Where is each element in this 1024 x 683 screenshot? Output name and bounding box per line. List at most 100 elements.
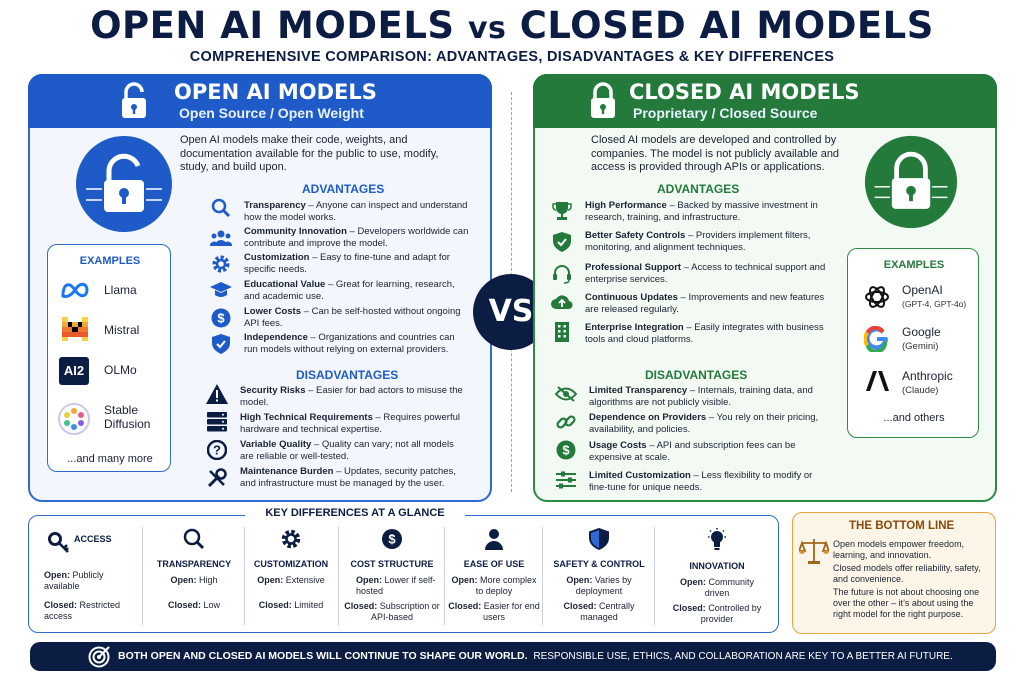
dollar-icon: $ [210,307,232,329]
open-adv-item: Educational Value – Great for learning, … [244,279,455,302]
people-icon [210,227,232,249]
example-google-models: (Gemini) [902,341,939,352]
title-open: OPEN AI MODELS [90,4,455,47]
lightbulb-icon [708,528,726,550]
divider [444,527,445,625]
closed-dis-item: Limited Transparency – Internals, traini… [589,385,813,408]
scales-icon [799,539,829,564]
open-dis-item: Maintenance Burden – Updates, security p… [240,466,456,489]
open-adv-item: Community Innovation – Developers worldw… [244,226,469,249]
building-icon [551,321,573,343]
lock-icon [591,82,615,118]
closed-dis-item: Usage Costs – API and subscription fees … [589,440,796,463]
target-icon [88,646,110,668]
closed-panel-title: CLOSED AI MODELS [629,80,860,104]
stable-diffusion-logo-icon [58,403,90,435]
meta-logo-icon [61,282,89,298]
closed-adv-item: Enterprise Integration – Easily integrat… [585,322,824,345]
closed-adv-item: Professional Support – Access to technic… [585,262,826,285]
closed-panel-header: CLOSED AI MODELS Proprietary / Closed So… [533,74,997,128]
svg-text:$: $ [562,443,570,458]
title-closed: CLOSED AI MODELS [519,4,934,47]
gear-icon [281,529,301,549]
key-diff-title: ACCESS [74,534,112,544]
page-subtitle: COMPREHENSIVE COMPARISON: ADVANTAGES, DI… [189,49,835,65]
closed-examples-heading: EXAMPLES [883,259,945,271]
unlock-icon [122,82,146,118]
key-diff-safety: SAFETY & CONTROL Open: Varies by deploym… [546,524,652,628]
headset-icon [551,263,573,285]
closed-adv-item: Better Safety Controls – Providers imple… [585,230,811,253]
sliders-icon [555,469,577,491]
divider [142,527,143,625]
divider [654,527,655,625]
open-lock-icon [76,136,172,232]
key-diff-ease: EASE OF USE Open: More complex to deploy… [448,524,540,628]
key-diff-innovation: INNOVATION Open: Community driven Closed… [658,524,776,628]
user-icon [485,529,503,550]
shield-check-icon [551,231,573,253]
dollar-icon: $ [555,439,577,461]
key-diff-customization: CUSTOMIZATION Open: Extensive Closed: Li… [246,524,336,628]
ai2-logo-icon: AI2 [59,357,89,385]
mistral-logo-icon [62,317,88,341]
svg-text:?: ? [213,443,221,458]
key-diff-transparency: TRANSPARENCY Open: High Closed: Low [146,524,242,628]
anthropic-logo-icon [866,371,889,391]
example-openai-models: (GPT-4, GPT-4o) [902,299,967,309]
example-openai: OpenAI [902,283,943,297]
openai-logo-icon [865,286,889,308]
shield-check-icon [210,333,232,355]
magnifier-icon [183,528,205,550]
open-adv-item: Independence – Organizations and countri… [244,332,455,355]
graduation-cap-icon [210,279,232,301]
example-stable-diffusion: Stable Diffusion [104,403,151,431]
closed-dis-item: Limited Customization – Less flexibility… [589,470,813,493]
open-dis-item: Variable Quality – Quality can vary; not… [240,439,454,462]
bottom-line-text: The future is not about choosing one ove… [833,587,980,619]
open-panel-subtitle: Open Source / Open Weight [179,105,364,121]
open-dis-item: High Technical Requirements – Requires p… [240,412,460,435]
closed-disadvantages-heading: DISADVANTAGES [645,368,748,382]
bottom-line-heading: THE BOTTOM LINE [849,520,955,532]
open-adv-item: Lower Costs – Can be self-hosted without… [244,306,461,329]
key-differences-box [28,515,779,633]
gear-icon [210,253,232,275]
key-differences-heading: KEY DIFFERENCES AT A GLANCE [245,507,465,519]
closed-dis-item: Dependence on Providers – You rely on th… [589,412,819,435]
question-icon: ? [206,439,228,461]
footer-text: BOTH OPEN AND CLOSED AI MODELS WILL CONT… [118,650,953,662]
closed-panel-subtitle: Proprietary / Closed Source [633,105,818,121]
example-google: Google [902,325,941,339]
open-panel-title: OPEN AI MODELS [174,80,377,104]
title-vs: vs [467,11,507,46]
divider [338,527,339,625]
divider [244,527,245,625]
example-llama: Llama [104,283,137,297]
bottom-line-text: Closed models offer reliability, safety,… [833,563,981,584]
bottom-line-box: THE BOTTOM LINE Open models empower free… [792,512,996,634]
closed-adv-item: Continuous Updates – Improvements and ne… [585,292,825,315]
open-advantages-heading: ADVANTAGES [302,182,385,196]
bottom-line-text: Open models empower freedom, learning, a… [833,539,965,560]
key-diff-title: CUSTOMIZATION [253,559,329,569]
closed-intro: Closed AI models are developed and contr… [591,134,840,173]
trophy-icon [551,200,573,222]
svg-text:$: $ [388,532,396,547]
open-models-panel: OPEN AI MODELS Open Source / Open Weight… [28,74,492,502]
key-diff-title: INNOVATION [689,561,745,571]
example-mistral: Mistral [104,323,140,337]
cloud-upload-icon [551,291,573,313]
eye-slash-icon [555,383,577,405]
google-logo-icon [864,326,888,352]
key-diff-title: EASE OF USE [463,559,525,569]
example-anthropic-models: (Claude) [902,385,939,396]
example-anthropic: Anthropic [902,369,953,383]
warning-icon [206,383,228,405]
page-title: OPEN AI MODELS vs CLOSED AI MODELS [0,4,1024,47]
example-olmo: OLMo [104,363,137,377]
dollar-icon: $ [382,529,402,549]
closed-models-panel: CLOSED AI MODELS Proprietary / Closed So… [533,74,997,502]
open-disadvantages-heading: DISADVANTAGES [296,368,399,382]
closed-adv-item: High Performance – Backed by massive inv… [585,200,818,223]
